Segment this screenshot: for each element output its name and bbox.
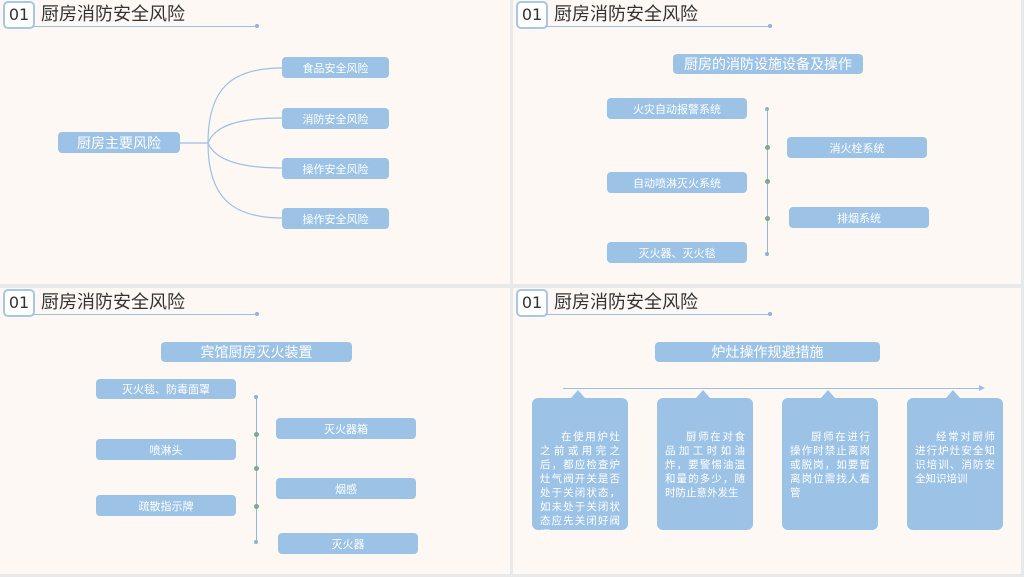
branch-node: 食品安全风险 (282, 57, 389, 78)
connector-branch-4 (207, 142, 283, 219)
measure-card: 经常对厨师进行炉灶安全知识培训、消防安全知识培训 (907, 390, 1003, 530)
equipment-item: 火灾自动报警系统 (607, 98, 747, 119)
device-item: 灭火器箱 (276, 418, 416, 439)
device-item: 喷淋头 (96, 439, 236, 460)
section-heading: 炉灶操作规避措施 (655, 342, 880, 362)
section-heading: 厨房的消防设施设备及操作 (673, 54, 863, 74)
branch-node: 操作安全风险 (282, 158, 389, 179)
root-node: 厨房主要风险 (58, 132, 180, 153)
underline-dot (768, 24, 772, 28)
equipment-item: 消火栓系统 (787, 137, 927, 158)
device-item: 疏散指示牌 (96, 495, 236, 516)
connector-branch-2 (207, 117, 283, 144)
measure-card: 在使用炉灶之前或用完之后，都应检查炉灶气阀开关是否处于关闭状态，如未处于关闭状态… (532, 390, 628, 541)
equipment-item: 排烟系统 (789, 207, 929, 228)
slide-panel-extinguishing-devices: 01 厨房消防安全风险 宾馆厨房灭火装置 灭火毯、防毒面罩 喷淋头 疏散指示牌 … (0, 288, 510, 574)
axis-dot (765, 107, 769, 111)
measure-card: 厨师在进行操作时禁止离岗或脱岗，如要暂离岗位需找人看管 (782, 390, 878, 530)
equipment-item: 灭火器、灭火毯 (607, 242, 747, 263)
measure-card: 厨师在对食品加工时如油炸，要警惕油温和量的多少，随时防止意外发生 (657, 390, 753, 530)
slide-panel-kitchen-risks: 01 厨房消防安全风险 厨房主要风险 食品安全风险 消防安全风险 操作安全风险 … (0, 0, 510, 284)
slide-title: 厨房消防安全风险 (554, 4, 698, 25)
axis-dot (765, 145, 770, 150)
axis-dot (765, 252, 769, 256)
axis-dot (254, 432, 259, 437)
title-underline (32, 26, 257, 27)
section-number: 01 (516, 289, 548, 317)
connector-branch-1 (207, 67, 283, 144)
slide-title: 厨房消防安全风险 (41, 292, 185, 313)
slide-title: 厨房消防安全风险 (41, 4, 185, 25)
connector-branch-3 (207, 142, 283, 169)
axis-dot (254, 466, 259, 471)
section-number: 01 (516, 1, 548, 29)
branch-node: 消防安全风险 (282, 108, 389, 129)
mindmap-connectors (180, 67, 283, 219)
arrow-head-icon (979, 385, 985, 391)
section-heading: 宾馆厨房灭火装置 (161, 342, 352, 362)
device-item: 烟感 (276, 478, 416, 499)
underline-dot (768, 312, 772, 316)
slide-panel-stove-measures: 01 厨房消防安全风险 炉灶操作规避措施 在使用炉灶之前或用完之后，都应检查炉灶… (513, 288, 1021, 574)
section-number: 01 (3, 289, 35, 317)
title-underline (545, 314, 770, 315)
device-item: 灭火毯、防毒面罩 (96, 379, 236, 399)
title-underline (32, 314, 257, 315)
device-item: 灭火器 (278, 533, 418, 554)
branch-node: 操作安全风险 (282, 208, 389, 229)
underline-dot (255, 24, 259, 28)
axis-dot (765, 216, 770, 221)
underline-dot (255, 312, 259, 316)
slide-panel-fire-equipment: 01 厨房消防安全风险 厨房的消防设施设备及操作 火灾自动报警系统 自动喷淋灭火… (513, 0, 1021, 284)
axis-dot (254, 540, 258, 544)
axis-dot (765, 179, 770, 184)
section-number: 01 (3, 1, 35, 29)
axis-dot (254, 504, 259, 509)
slide-title: 厨房消防安全风险 (554, 292, 698, 313)
title-underline (545, 26, 770, 27)
equipment-item: 自动喷淋灭火系统 (607, 172, 747, 193)
timeline-arrow-line (563, 388, 983, 389)
axis-dot (254, 395, 258, 399)
